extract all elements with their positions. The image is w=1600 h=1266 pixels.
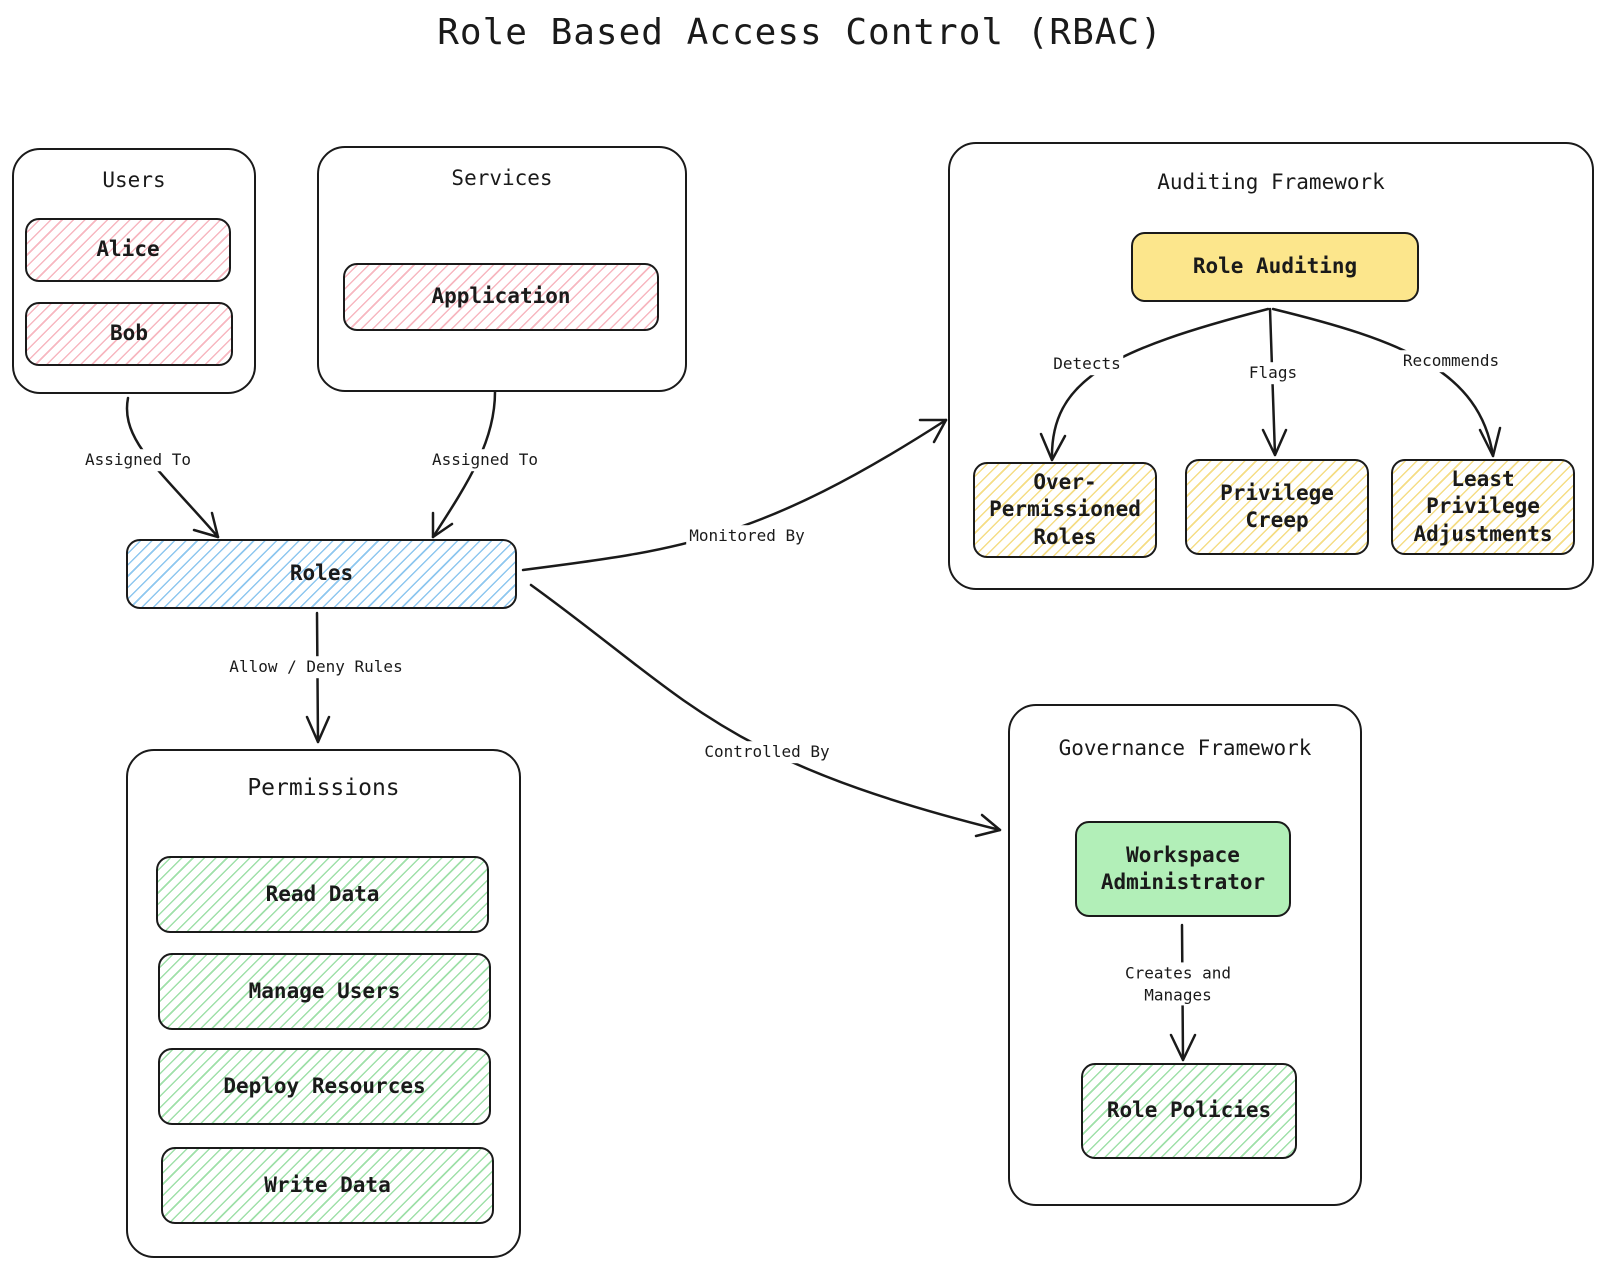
over-permissioned-roles-node[interactable]: Over-Permissioned Roles — [973, 462, 1157, 558]
edge-label-services-roles: Assigned To — [429, 449, 541, 471]
governance-framework-group: Governance Framework — [1008, 704, 1362, 1206]
auditing-framework-group: Auditing Framework — [948, 142, 1594, 590]
roles-node[interactable]: Roles — [126, 539, 517, 609]
permission-read-data[interactable]: Read Data — [156, 856, 489, 933]
edge-label-roles-governance: Controlled By — [701, 741, 833, 763]
users-group: Users — [12, 148, 256, 394]
edge-roles-governance — [529, 583, 1002, 832]
edge-label-detects: Detects — [1050, 353, 1124, 375]
arrowhead-roles-auditing — [918, 418, 948, 444]
permission-deploy-resources[interactable]: Deploy Resources — [158, 1048, 491, 1125]
diagram-title: Role Based Access Control (RBAC) — [437, 12, 1163, 53]
least-privilege-adjustments-node[interactable]: Least Privilege Adjustments — [1391, 459, 1575, 555]
arrowhead-recommends — [1478, 426, 1502, 458]
arrowhead-flags — [1261, 428, 1288, 457]
edge-label-creates-manages: Creates and Manages — [1110, 962, 1246, 1006]
arrowhead-users-roles — [192, 511, 220, 539]
arrowhead-creates-manages — [1169, 1033, 1197, 1062]
arrowhead-roles-governance — [974, 813, 1002, 838]
edge-label-users-roles: Assigned To — [82, 449, 194, 471]
user-bob[interactable]: Bob — [25, 302, 233, 366]
role-auditing-node[interactable]: Role Auditing — [1131, 232, 1419, 302]
workspace-administrator-node[interactable]: Workspace Administrator — [1075, 821, 1291, 917]
governance-framework-title: Governance Framework — [1058, 736, 1312, 760]
edge-roles-auditing — [521, 418, 948, 572]
edge-label-roles-auditing: Monitored By — [686, 525, 808, 547]
privilege-creep-node[interactable]: Privilege Creep — [1185, 459, 1369, 555]
permissions-group-title: Permissions — [247, 775, 400, 801]
users-group-title: Users — [102, 168, 166, 192]
permission-manage-users[interactable]: Manage Users — [158, 953, 491, 1030]
user-alice[interactable]: Alice — [25, 218, 231, 282]
arrowhead-services-roles — [431, 511, 454, 539]
edge-label-flags: Flags — [1245, 362, 1301, 384]
services-group-title: Services — [451, 166, 553, 190]
permission-write-data[interactable]: Write Data — [161, 1147, 494, 1224]
services-group: Services — [317, 146, 687, 392]
auditing-framework-title: Auditing Framework — [1157, 170, 1385, 194]
role-policies-node[interactable]: Role Policies — [1081, 1063, 1297, 1159]
arrowhead-roles-permissions — [305, 715, 331, 744]
permissions-group: Permissions — [126, 749, 521, 1258]
edge-label-recommends: Recommends — [1399, 350, 1503, 372]
arrowhead-detects — [1039, 432, 1067, 462]
edge-label-roles-permissions: Allow / Deny Rules — [226, 656, 406, 678]
service-application[interactable]: Application — [343, 263, 659, 331]
